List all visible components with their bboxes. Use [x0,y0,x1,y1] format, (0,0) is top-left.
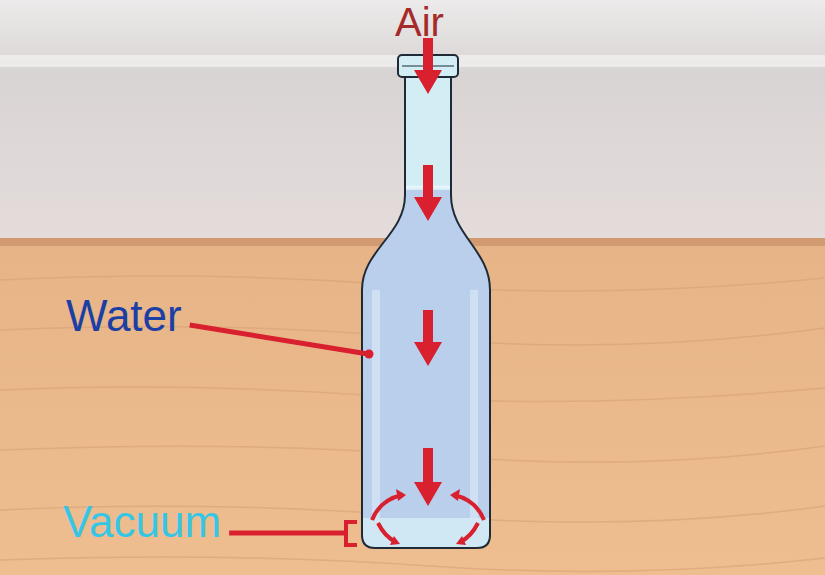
leader-line [229,531,345,536]
vacuum-bracket [346,522,357,545]
pressure-arrowheads [390,489,466,545]
pressure-arrows [372,495,484,542]
leader-line [190,325,368,354]
air-label: Air [395,2,444,42]
air-arrows [414,38,442,506]
water-label: Water [66,294,182,338]
vacuum-label: Vacuum [63,500,221,544]
leader-dot [365,350,374,359]
bottle [350,55,510,560]
water [350,190,510,560]
